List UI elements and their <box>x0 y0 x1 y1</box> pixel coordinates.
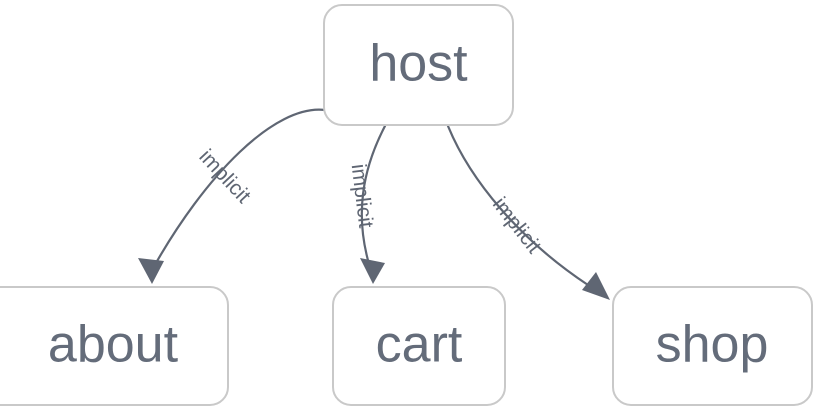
edge-label-group-host-about: implicit <box>194 145 255 208</box>
edge-host-cart[interactable]: implicit <box>347 124 387 284</box>
edge-label-group-host-shop: implicit <box>488 193 546 258</box>
arrowhead-cart <box>360 258 385 284</box>
edge-label-host-about: implicit <box>194 145 255 208</box>
edge-host-shop[interactable]: implicit <box>446 124 610 300</box>
node-host[interactable]: host <box>323 4 514 126</box>
node-about[interactable]: about <box>0 286 229 406</box>
edges-layer: implicit implicit implicit <box>138 108 610 300</box>
node-label-about: about <box>48 316 179 374</box>
nodes-layer: host about cart shop <box>0 4 813 406</box>
node-box-about <box>0 286 229 406</box>
node-shop[interactable]: shop <box>612 286 813 406</box>
edge-path-host-about <box>150 108 327 272</box>
node-label-cart: cart <box>376 316 463 374</box>
node-label-shop: shop <box>656 316 769 374</box>
edge-label-group-host-cart: implicit <box>347 163 378 230</box>
arrowhead-about <box>138 258 164 284</box>
edge-path-host-shop <box>446 124 590 287</box>
node-box-cart <box>332 286 506 406</box>
edge-label-host-cart: implicit <box>347 163 378 230</box>
node-label-host: host <box>369 35 468 93</box>
node-box-host <box>323 4 514 126</box>
edge-path-host-cart <box>360 124 387 266</box>
node-box-shop <box>612 286 813 406</box>
node-cart[interactable]: cart <box>332 286 506 406</box>
edge-label-host-shop: implicit <box>488 193 546 258</box>
edge-host-about[interactable]: implicit <box>138 108 327 284</box>
arrowhead-shop <box>582 272 610 300</box>
